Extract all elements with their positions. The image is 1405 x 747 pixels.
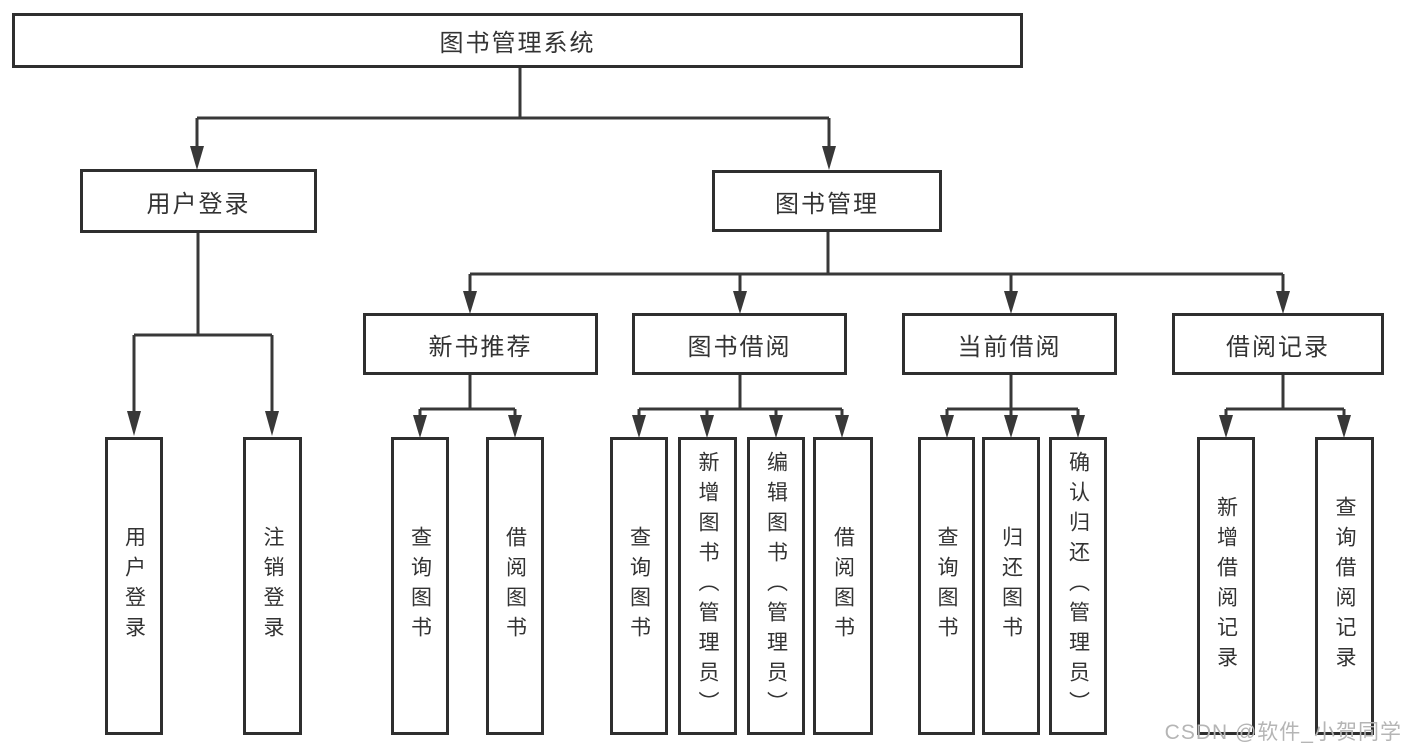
node-borrow-records: 借阅记录: [1172, 313, 1384, 375]
leaf-add-borrow-record: 新增借阅记录: [1197, 437, 1255, 735]
node-label: 图书管理系统: [439, 30, 596, 57]
node-label: 查询借阅记录: [1333, 496, 1356, 676]
leaf-query-books-current: 查询图书: [918, 437, 975, 735]
node-label: 借阅图书: [831, 526, 855, 646]
connector-book-borrow-to-leaves: [632, 375, 849, 438]
node-label: 新增借阅记录: [1214, 496, 1238, 676]
node-label: 用户登录: [146, 190, 251, 218]
node-label: 确认归还（管理员）: [1066, 451, 1090, 721]
node-label: 借阅记录: [1226, 333, 1330, 361]
connector-current-borrow-to-leaves: [940, 375, 1085, 438]
csdn-watermark: CSDN @软件_小贺同学: [1164, 721, 1402, 744]
node-label: 图书管理: [775, 190, 879, 218]
node-label: 新增图书（管理员）: [696, 451, 719, 721]
leaf-borrow-books-2: 借阅图书: [813, 437, 873, 735]
node-label: 借阅图书: [503, 526, 527, 646]
connector-user-login-to-leaves: [127, 233, 279, 436]
leaf-edit-book-admin: 编辑图书（管理员）: [747, 437, 805, 735]
leaf-query-books-borrow: 查询图书: [610, 437, 668, 735]
connector-root-to-level2: [190, 68, 836, 170]
node-book-borrow: 图书借阅: [632, 313, 847, 375]
leaf-add-book-admin: 新增图书（管理员）: [678, 437, 737, 735]
node-label: 注销登录: [261, 526, 284, 646]
connector-book-management-to-level3: [463, 232, 1290, 314]
leaf-query-books-recommend: 查询图书: [391, 437, 449, 735]
node-label: 图书借阅: [687, 333, 792, 361]
node-book-management: 图书管理: [712, 170, 942, 232]
node-new-book-recommend: 新书推荐: [363, 313, 598, 375]
node-library-management-system: 图书管理系统: [12, 13, 1023, 68]
node-label: 查询图书: [627, 526, 651, 646]
leaf-query-borrow-record: 查询借阅记录: [1315, 437, 1374, 735]
connector-borrow-records-to-leaves: [1219, 375, 1351, 438]
node-label: 编辑图书（管理员）: [764, 451, 788, 721]
node-label: 当前借阅: [957, 333, 1062, 361]
node-label: 归还图书: [999, 526, 1023, 646]
connector-new-book-recommend-to-leaves: [413, 375, 522, 438]
leaf-logout: 注销登录: [243, 437, 302, 735]
leaf-return-books: 归还图书: [982, 437, 1040, 735]
node-user-login: 用户登录: [80, 169, 317, 233]
node-label: 新书推荐: [428, 333, 533, 361]
leaf-borrow-books-recommend: 借阅图书: [486, 437, 544, 735]
node-label: 查询图书: [408, 526, 432, 646]
node-label: 用户登录: [122, 526, 146, 646]
node-current-borrow: 当前借阅: [902, 313, 1117, 375]
node-label: 查询图书: [935, 526, 958, 646]
leaf-user-login: 用户登录: [105, 437, 163, 735]
leaf-confirm-return-admin: 确认归还（管理员）: [1049, 437, 1107, 735]
